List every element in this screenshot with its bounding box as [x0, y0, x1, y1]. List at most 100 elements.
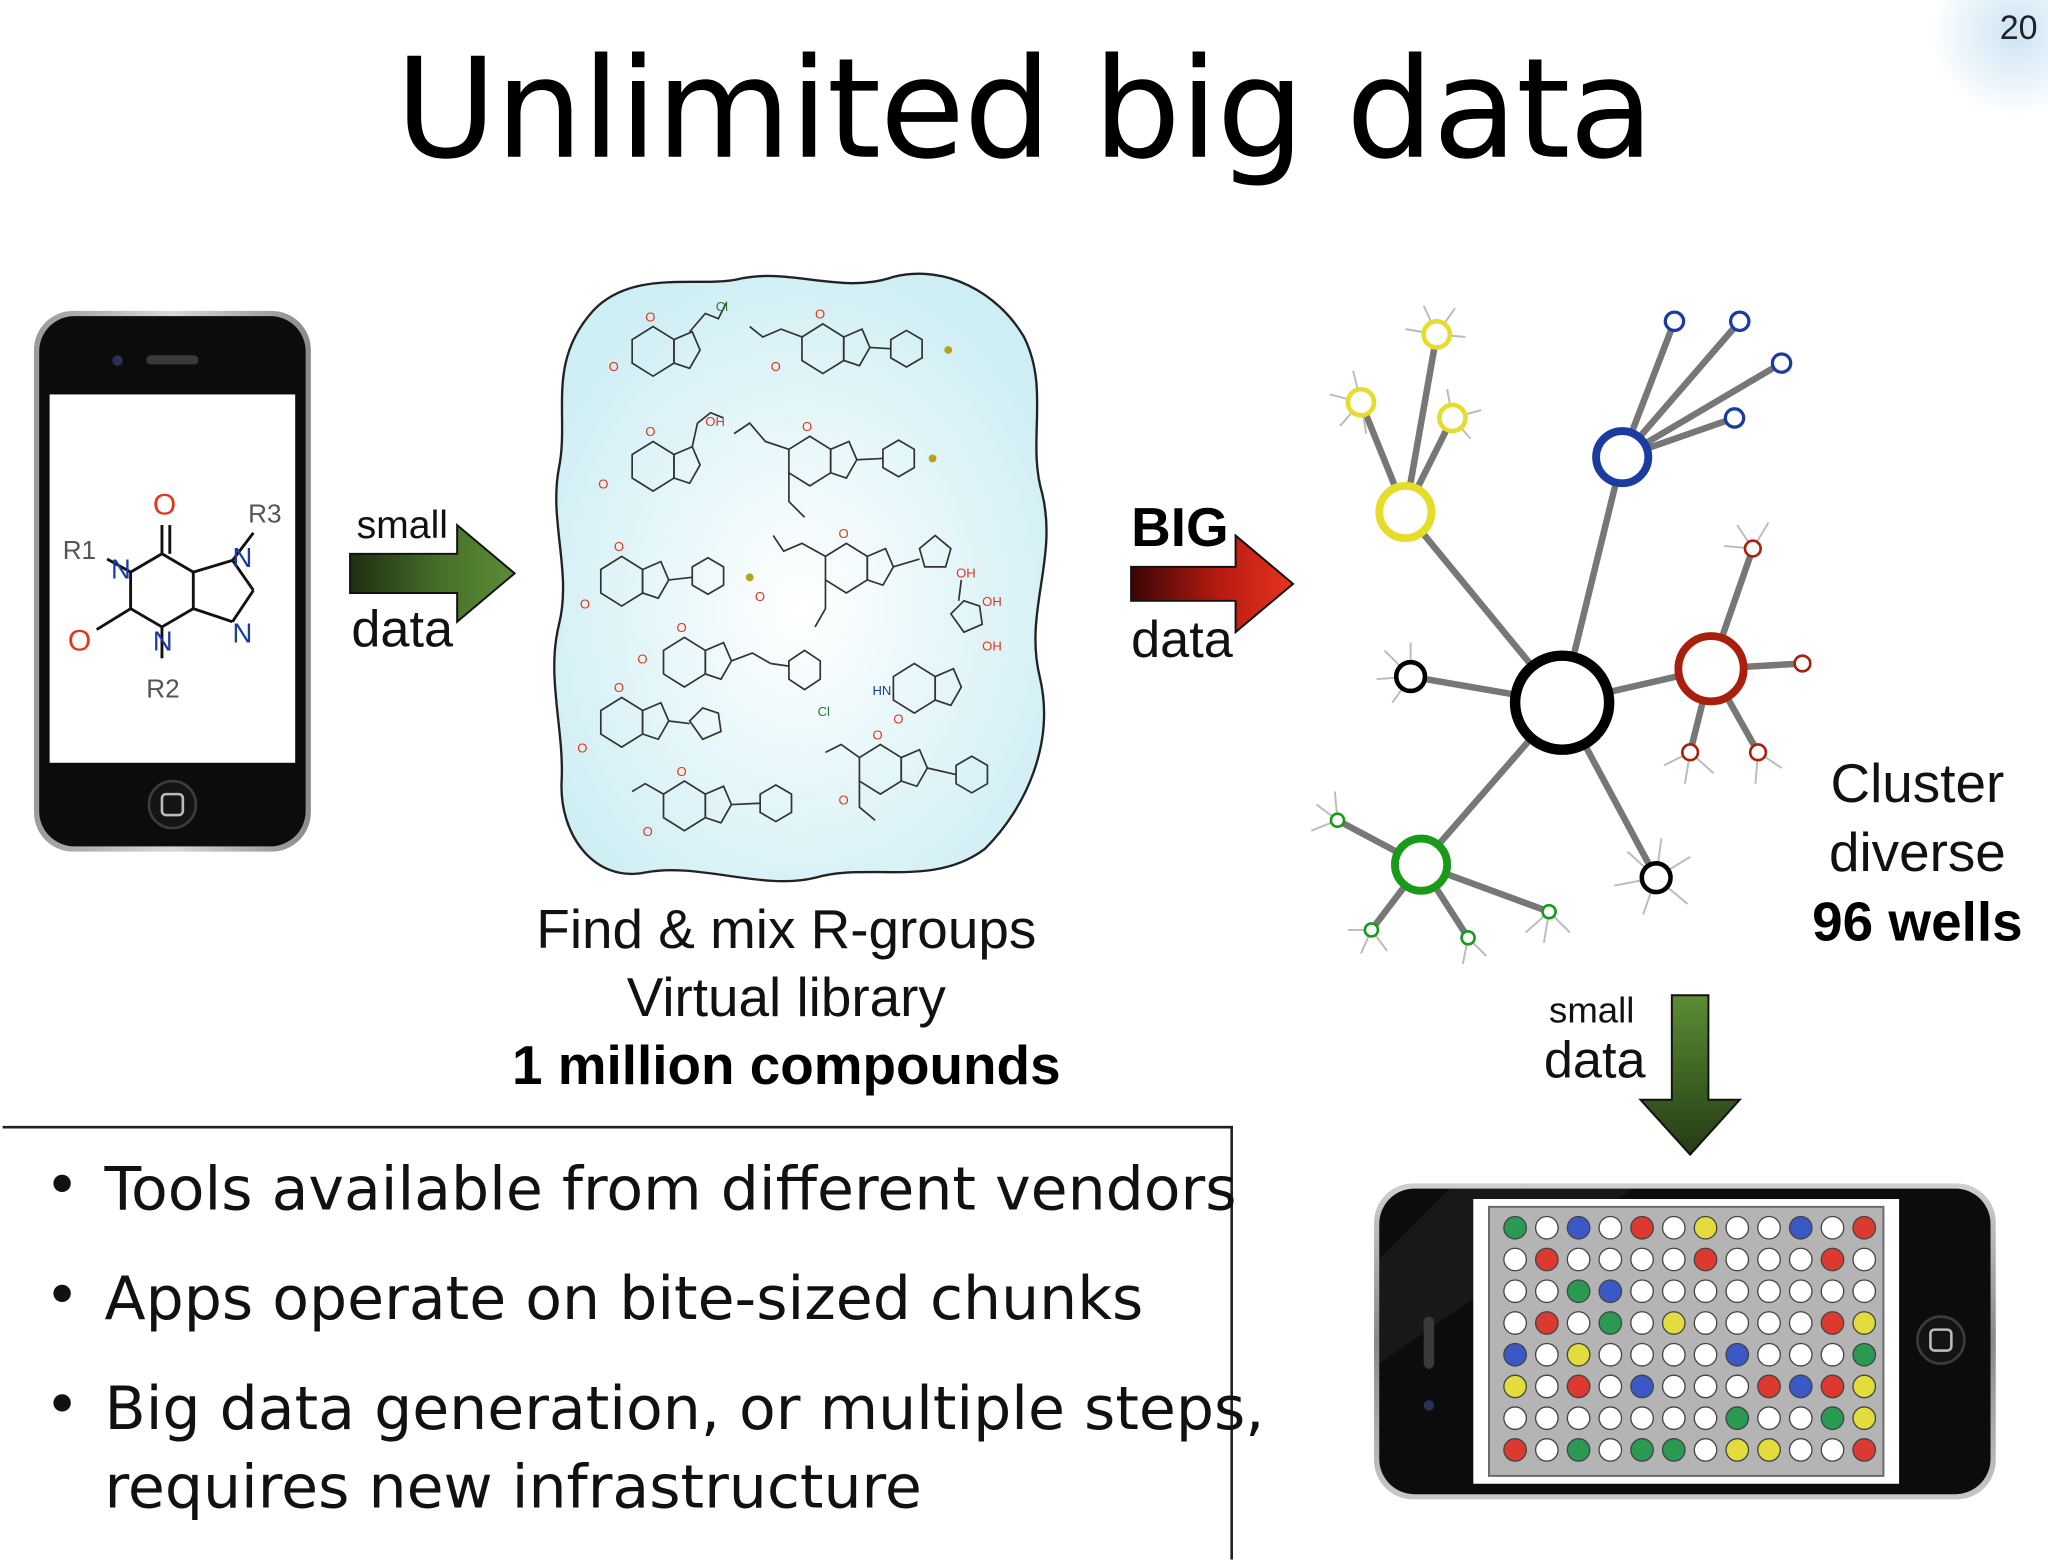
well — [1725, 1215, 1750, 1240]
arrow-big-bottom-label: data — [1131, 611, 1233, 669]
well — [1788, 1342, 1813, 1367]
purine-scaffold — [95, 525, 255, 659]
well-plate — [1487, 1205, 1885, 1477]
svg-text:HN: HN — [872, 683, 891, 698]
well — [1788, 1215, 1813, 1240]
well — [1757, 1247, 1781, 1272]
well — [1820, 1311, 1845, 1335]
well — [1598, 1311, 1623, 1335]
well — [1534, 1215, 1559, 1240]
well — [1693, 1438, 1718, 1462]
bullet-text: Big data generation, or multiple steps, — [104, 1372, 1265, 1444]
svg-text:O: O — [153, 489, 176, 522]
svg-text:O: O — [598, 476, 608, 491]
well — [1693, 1374, 1718, 1399]
well — [1598, 1247, 1623, 1272]
well — [1852, 1215, 1877, 1240]
svg-text:OH: OH — [982, 638, 1002, 653]
well — [1503, 1279, 1527, 1304]
well — [1534, 1374, 1559, 1399]
svg-text:N: N — [232, 618, 252, 649]
home-button-icon — [1916, 1315, 1966, 1365]
arrow1-top-label: small — [356, 504, 449, 548]
bullet-marker: • — [44, 1368, 80, 1440]
camera-icon — [1423, 1400, 1435, 1411]
svg-text:O: O — [755, 589, 765, 604]
phone-landscape — [1374, 1183, 1996, 1500]
well — [1630, 1215, 1654, 1240]
small-data-arrow-right — [349, 522, 517, 624]
svg-text:O: O — [577, 740, 587, 755]
well — [1661, 1247, 1686, 1272]
red-cluster-node — [1674, 632, 1748, 706]
black-leaf-node — [1639, 861, 1673, 895]
well — [1693, 1406, 1718, 1431]
well — [1630, 1342, 1654, 1367]
cluster-caption-line1: Cluster — [1830, 752, 2005, 814]
well — [1757, 1215, 1781, 1240]
well — [1598, 1374, 1623, 1399]
svg-text:O: O — [637, 652, 647, 667]
well — [1534, 1279, 1559, 1304]
well — [1661, 1279, 1686, 1304]
well — [1566, 1438, 1591, 1462]
label-r3: R3 — [248, 498, 281, 528]
well — [1693, 1311, 1718, 1335]
well — [1630, 1247, 1654, 1272]
well — [1566, 1342, 1591, 1367]
svg-text:O: O — [614, 680, 624, 695]
svg-text:O: O — [802, 419, 812, 434]
well — [1630, 1438, 1654, 1462]
well — [1661, 1215, 1686, 1240]
well — [1820, 1406, 1845, 1431]
leaf-spikes — [1310, 305, 1783, 965]
well — [1661, 1374, 1686, 1399]
well — [1503, 1311, 1527, 1335]
well — [1630, 1279, 1654, 1304]
yellow-cluster-node — [1375, 481, 1436, 543]
well — [1725, 1279, 1750, 1304]
well — [1503, 1247, 1527, 1272]
bullet-text: Tools available from different vendors — [104, 1153, 1237, 1224]
library-caption-line1: Find & mix R-groups — [536, 898, 1037, 960]
well — [1852, 1374, 1877, 1399]
svg-text:O: O — [839, 526, 849, 541]
well — [1725, 1438, 1750, 1462]
well — [1757, 1311, 1781, 1335]
well — [1503, 1438, 1527, 1462]
svg-text:N: N — [232, 542, 252, 573]
well — [1598, 1215, 1623, 1240]
well — [1852, 1438, 1877, 1462]
well — [1852, 1311, 1877, 1335]
well — [1820, 1438, 1845, 1462]
phone-screen — [49, 394, 296, 763]
well — [1598, 1279, 1623, 1304]
bullet-text: requires new infrastructure — [104, 1451, 922, 1522]
home-button-icon — [147, 779, 198, 830]
svg-text:O: O — [645, 424, 655, 439]
well — [1820, 1279, 1845, 1304]
well — [1725, 1247, 1750, 1272]
well — [1693, 1215, 1718, 1240]
speaker-icon — [146, 355, 199, 365]
svg-text:O: O — [771, 359, 781, 374]
svg-text:Cl: Cl — [716, 299, 728, 314]
well — [1788, 1406, 1813, 1431]
well — [1503, 1342, 1527, 1367]
well — [1566, 1247, 1591, 1272]
well — [1852, 1279, 1877, 1304]
label-r2: R2 — [146, 673, 179, 703]
well — [1503, 1374, 1527, 1399]
well — [1534, 1311, 1559, 1335]
well — [1503, 1406, 1527, 1431]
well — [1598, 1342, 1623, 1367]
well — [1598, 1406, 1623, 1431]
center-node — [1509, 650, 1615, 755]
well — [1757, 1279, 1781, 1304]
svg-text:OH: OH — [705, 414, 725, 429]
well — [1757, 1438, 1781, 1462]
well — [1725, 1406, 1750, 1431]
well — [1503, 1215, 1527, 1240]
